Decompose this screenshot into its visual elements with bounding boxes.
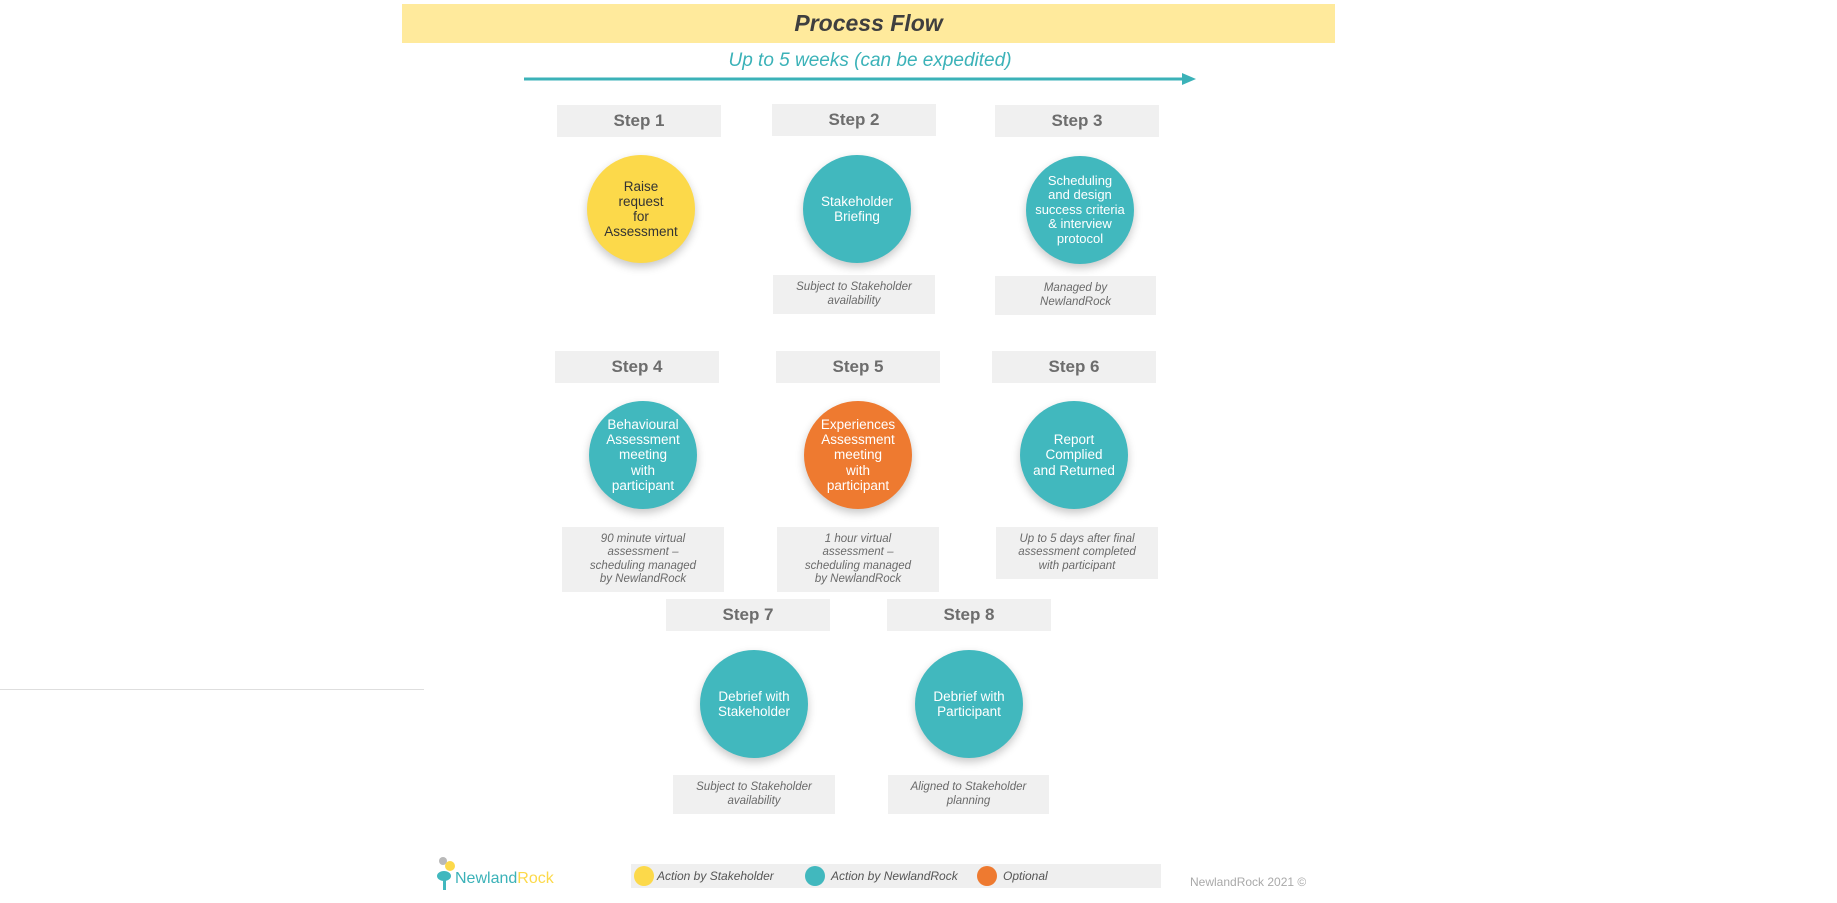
step-4-label: Step 4 <box>555 351 719 383</box>
timeline-arrow <box>524 73 1196 85</box>
step-2-circle: Stakeholder Briefing <box>803 155 911 263</box>
logo-wordmark: NewlandRock <box>455 870 554 888</box>
step-7-label: Step 7 <box>666 599 830 631</box>
step-1-label: Step 1 <box>557 105 721 137</box>
step-6-circle: Report Complied and Returned <box>1020 401 1128 509</box>
step-4-circle: Behavioural Assessment meeting with part… <box>589 401 697 509</box>
step-6-label: Step 6 <box>992 351 1156 383</box>
step-5-circle: Experiences Assessment meeting with part… <box>804 401 912 509</box>
step-3-circle: Scheduling and design success criteria &… <box>1026 156 1134 264</box>
legend: Action by Stakeholder Action by NewlandR… <box>631 864 1161 888</box>
legend-dot-stakeholder <box>634 866 654 886</box>
legend-dot-newlandrock <box>805 866 825 886</box>
logo-text-newland: Newland <box>455 870 518 887</box>
step-4-note: 90 minute virtual assessment – schedulin… <box>562 527 724 592</box>
legend-dot-optional <box>977 866 997 886</box>
step-6-note: Up to 5 days after final assessment comp… <box>996 527 1158 579</box>
step-2-label: Step 2 <box>772 104 936 136</box>
step-3-label: Step 3 <box>995 105 1159 137</box>
legend-label-stakeholder: Action by Stakeholder <box>657 869 774 883</box>
divider-line <box>0 689 424 690</box>
step-7-circle: Debrief with Stakeholder <box>700 650 808 758</box>
step-3-note: Managed by NewlandRock <box>995 276 1156 315</box>
legend-label-optional: Optional <box>1003 869 1048 883</box>
page-title: Process Flow <box>794 10 943 36</box>
title-bar: Process Flow <box>402 4 1335 43</box>
step-2-note: Subject to Stakeholder availability <box>773 275 935 314</box>
step-7-note: Subject to Stakeholder availability <box>673 775 835 814</box>
legend-label-newlandrock: Action by NewlandRock <box>831 869 958 883</box>
newlandrock-logo-icon <box>437 857 455 890</box>
step-5-note: 1 hour virtual assessment – scheduling m… <box>777 527 939 592</box>
step-8-label: Step 8 <box>887 599 1051 631</box>
timeline-label: Up to 5 weeks (can be expedited) <box>728 50 1012 71</box>
step-1-circle: Raise request for Assessment <box>587 155 695 263</box>
step-5-label: Step 5 <box>776 351 940 383</box>
logo-text-rock: Rock <box>517 870 554 887</box>
step-8-note: Aligned to Stakeholder planning <box>888 775 1049 814</box>
step-8-circle: Debrief with Participant <box>915 650 1023 758</box>
copyright-text: NewlandRock 2021 © <box>1190 875 1307 889</box>
